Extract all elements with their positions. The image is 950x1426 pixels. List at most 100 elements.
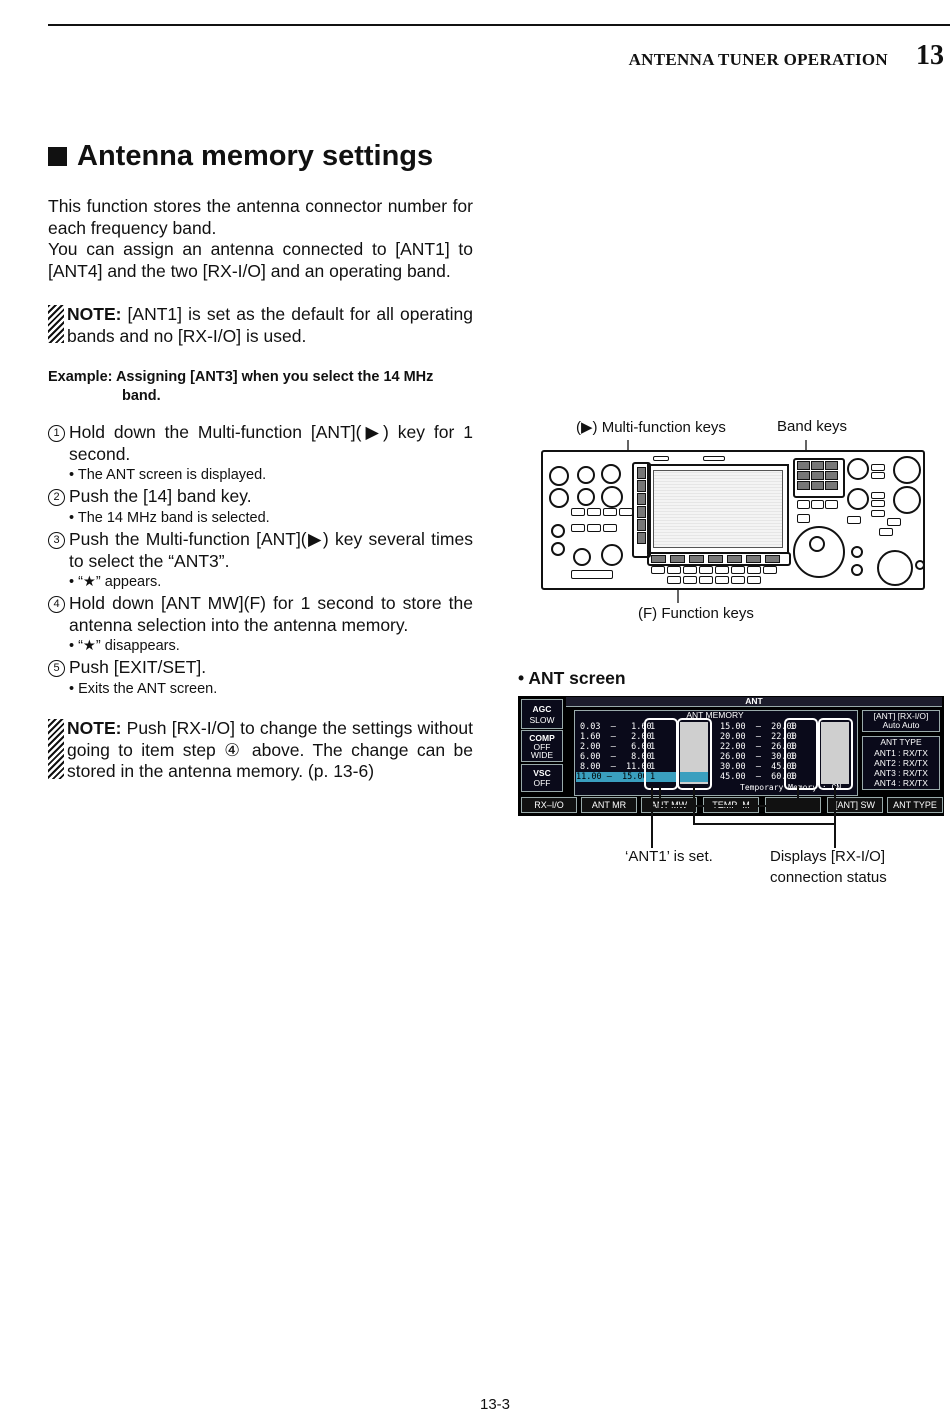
panel-button (731, 566, 745, 574)
step-3: 3 Push the Multi-function [ANT](▶) key s… (48, 529, 473, 572)
panel-button (571, 524, 585, 532)
range-row: 8.00 – 11.00 (580, 762, 652, 772)
step-sub: • The 14 MHz band is selected. (69, 510, 270, 526)
knob-icon (549, 488, 569, 508)
range-row: 6.00 – 8.00 (580, 752, 652, 762)
step-5: 5 Push [EXIT/SET]. (48, 657, 473, 679)
ant-mr-button[interactable]: ANT MR (581, 797, 637, 813)
ant-value: 1 (790, 722, 796, 732)
panel-button (797, 500, 810, 509)
ant-type-row: ANT1 : RX/TX (874, 748, 928, 758)
ant1-set-callout: ‘ANT1’ is set. (625, 848, 713, 865)
knob-icon (847, 458, 869, 480)
ant-value: 1 (790, 762, 796, 772)
panel-button (603, 524, 617, 532)
panel-button (797, 514, 810, 523)
square-bullet-icon (48, 147, 67, 166)
knob-icon (851, 546, 863, 558)
knob-icon (601, 544, 623, 566)
panel-button (871, 510, 885, 517)
multi-function-key (637, 493, 646, 505)
dial-finger-icon (809, 536, 825, 552)
step-sub: • The ANT screen is displayed. (69, 467, 267, 483)
step-number: 1 (48, 425, 65, 442)
ant-column-highlight (784, 718, 818, 790)
ant-rxio-header: [ANT] [RX-I/O] (873, 711, 929, 721)
range-row: 30.00 – 45.00 (720, 762, 797, 772)
section-heading: Antenna memory settings (48, 140, 433, 173)
note-label: NOTE: (67, 718, 122, 738)
band-key (811, 461, 824, 470)
band-key (797, 481, 810, 490)
multi-function-key (637, 506, 646, 518)
function-key (689, 555, 704, 563)
step-1: 1 Hold down the Multi-function [ANT](▶) … (48, 422, 473, 465)
note-1: NOTE: [ANT1] is set as the default for a… (48, 304, 473, 347)
ant-sw-button[interactable]: [ANT] SW (827, 797, 883, 813)
panel-button (847, 516, 861, 524)
panel-button (587, 508, 601, 516)
intro-line-2: You can assign an antenna connected to [… (48, 239, 473, 281)
range-row: 22.00 – 26.00 (720, 742, 797, 752)
panel-button (825, 500, 838, 509)
knob-icon (893, 486, 921, 514)
ant-type-row: ANT4 : RX/TX (874, 778, 928, 788)
panel-button (715, 566, 729, 574)
ant-type-panel: ANT TYPE ANT1 : RX/TX ANT2 : RX/TX ANT3 … (862, 736, 940, 790)
step-sub: • “★” appears. (69, 574, 162, 590)
ant-value: 1 (650, 762, 656, 772)
ant-type-button[interactable]: ANT TYPE (887, 797, 943, 813)
steps-list: 1 Hold down the Multi-function [ANT](▶) … (48, 422, 473, 700)
note-text: Push [RX-I/O] to change the settings wit… (67, 718, 473, 781)
function-key (746, 555, 761, 563)
band-key (825, 461, 838, 470)
ant-rxio-values: Auto Auto (882, 720, 920, 730)
ant-type-title: ANT TYPE (880, 737, 922, 747)
multi-function-key (637, 532, 646, 544)
function-keys-label: (F) Function keys (638, 605, 754, 622)
panel-button (871, 472, 885, 479)
step-text: Push [EXIT/SET]. (69, 657, 207, 677)
ant-rxio-panel: [ANT] [RX-I/O] Auto Auto (862, 710, 940, 732)
range-row: 45.00 – 60.00 (720, 772, 797, 782)
ant-value: 1 (790, 752, 796, 762)
rx-io-button[interactable]: RX–I/O (521, 797, 577, 813)
knob-icon (573, 548, 591, 566)
multi-function-key (637, 467, 646, 479)
ant-value: 1 (790, 742, 796, 752)
temporary-memory-status: Temporary Memory : ON (740, 783, 842, 792)
function-key (765, 555, 780, 563)
step-text: Push the Multi-function [ANT](▶) key sev… (69, 529, 473, 571)
agc-value: SLOW (529, 715, 555, 725)
range-row: 15.00 – 20.00 (720, 722, 797, 732)
note-text: [ANT1] is set as the default for all ope… (67, 304, 473, 346)
knob-icon (577, 466, 595, 484)
rxio-column (821, 722, 849, 784)
panel-button (699, 576, 713, 584)
comp-value-2: WIDE (530, 750, 554, 760)
panel-button (667, 566, 681, 574)
panel-button (747, 566, 761, 574)
panel-button (887, 518, 901, 526)
ant-value-selected: 1 (646, 772, 678, 782)
panel-button (683, 566, 697, 574)
step-4: 4 Hold down [ANT MW](F) for 1 second to … (48, 593, 473, 636)
function-key (651, 555, 666, 563)
panel-button (747, 576, 761, 584)
band-key (797, 471, 810, 480)
panel-button (871, 500, 885, 507)
knob-icon (551, 524, 565, 538)
step-text: Push the [14] band key. (69, 486, 252, 506)
band-key (797, 461, 810, 470)
section-title: Antenna memory settings (77, 140, 434, 172)
panel-indicator (703, 456, 725, 461)
range-row: 20.00 – 22.00 (720, 732, 797, 742)
ant-value: 1 (790, 772, 796, 782)
knob-icon (601, 464, 621, 484)
range-row: 0.03 – 1.60 (580, 722, 652, 732)
function-key (670, 555, 685, 563)
ant-callout-lines (651, 786, 836, 848)
band-key (825, 471, 838, 480)
ant-value: 1 (790, 732, 796, 742)
ant-type-row: ANT2 : RX/TX (874, 758, 928, 768)
